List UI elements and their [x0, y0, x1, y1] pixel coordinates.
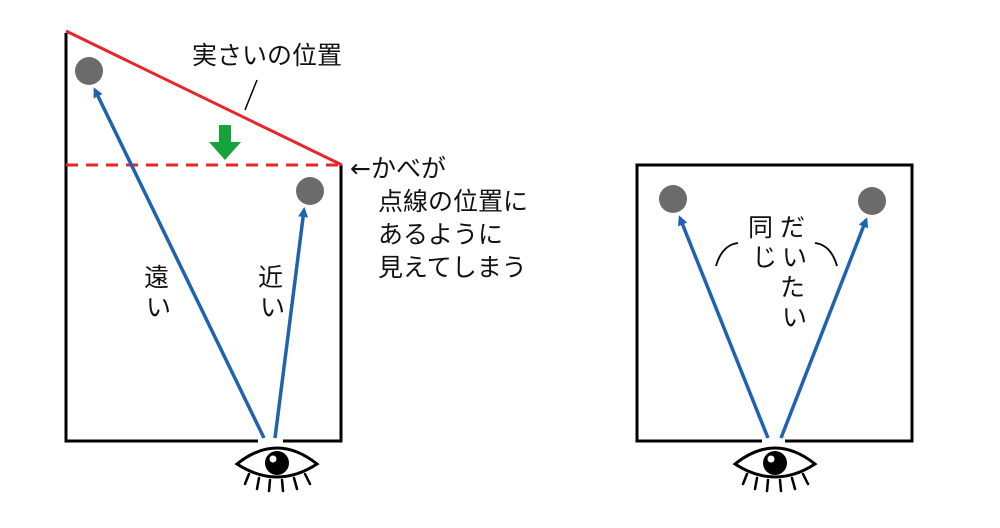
- right-bracket: [814, 242, 838, 267]
- wall-note: ←かべが 点線の位置に あるように 見えてしまう: [350, 154, 528, 282]
- near-ball: [296, 177, 324, 205]
- right-diagram: 同 じ だ い た い: [635, 163, 914, 493]
- about-label-char-3: た: [780, 273, 805, 302]
- right-ball: [858, 187, 886, 215]
- eye-icon: [234, 446, 320, 493]
- left-room-walls: [64, 33, 258, 443]
- left-ball: [659, 185, 687, 213]
- near-label-char-2: い: [260, 293, 285, 322]
- wall-note-line-4: 見えてしまう: [378, 253, 527, 282]
- near-label: 近 い: [258, 263, 285, 322]
- same-label: 同 じ: [748, 213, 777, 272]
- near-label-char-1: 近: [258, 263, 283, 292]
- same-label-char-2: じ: [752, 243, 777, 272]
- far-sight-arrow: [93, 87, 266, 439]
- far-label: 遠 い: [144, 263, 171, 322]
- near-sight-arrow: [273, 207, 309, 439]
- about-label: だ い た い: [780, 213, 807, 332]
- left-diagram: 実さいの位置 ←かべが 点線の位置に あるように 見えてしまう 遠 い 近 い: [64, 29, 528, 493]
- about-label-char-4: い: [782, 303, 807, 332]
- far-label-char-1: 遠: [144, 263, 169, 292]
- far-label-char-2: い: [146, 293, 171, 322]
- eye-icon: [732, 446, 818, 493]
- left-sight-arrow: [677, 215, 770, 439]
- far-ball: [75, 57, 103, 85]
- label-leader-line: [244, 79, 258, 111]
- wall-note-line-1: ←かべが: [350, 154, 446, 183]
- right-sight-arrow: [779, 217, 869, 439]
- down-arrow-icon: [209, 125, 241, 160]
- wall-note-line-2: 点線の位置に: [378, 187, 528, 216]
- actual-wall-line: [65, 29, 343, 167]
- actual-position-label: 実さいの位置: [192, 41, 342, 70]
- same-label-char-1: 同: [748, 213, 773, 242]
- left-room-right-wall: [283, 165, 343, 443]
- left-bracket: [715, 242, 739, 267]
- about-label-char-1: だ: [780, 213, 805, 242]
- about-label-char-2: い: [782, 243, 807, 272]
- right-room-walls-left: [635, 163, 914, 443]
- wall-note-line-3: あるように: [378, 220, 503, 249]
